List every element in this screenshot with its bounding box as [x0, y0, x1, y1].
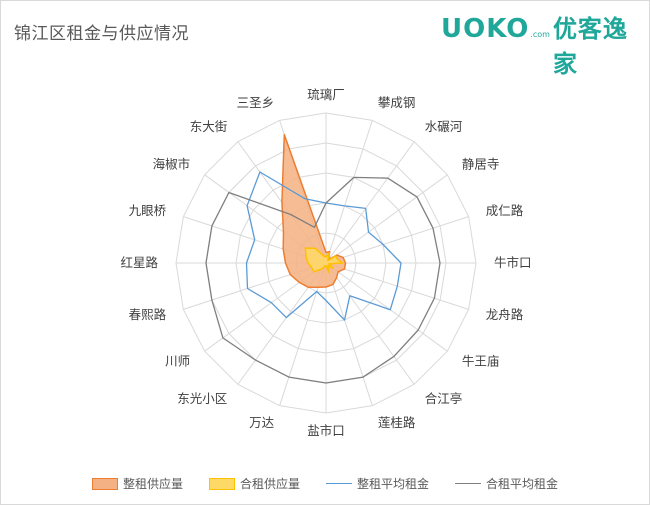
axis-label-1: 琉璃厂 [307, 87, 345, 102]
logo-domain-text: .com [530, 30, 550, 39]
axis-label-5: 成仁路 [486, 203, 524, 218]
legend-label-shared-supply: 合租供应量 [239, 477, 300, 491]
grid-spoke-3 [325, 141, 415, 264]
axis-label-17: 九眼桥 [129, 203, 167, 218]
axis-label-14: 川师 [165, 354, 190, 369]
grid-spoke-4 [325, 174, 448, 264]
axis-label-2: 攀成钢 [378, 95, 416, 110]
legend-item-shared-supply: 合租供应量 [208, 475, 300, 492]
grid-spoke-8 [325, 262, 448, 352]
axis-label-18: 海椒市 [153, 156, 191, 171]
axis-label-11: 盐市口 [307, 423, 345, 438]
axis-label-3: 水碾河 [425, 119, 463, 134]
axis-label-13: 东光小区 [177, 391, 227, 406]
chart-legend: 整租供应量 合租供应量 整租平均租金 合租平均租金 [1, 475, 649, 492]
chart-title: 锦江区租金与供应情况 [14, 24, 189, 44]
series-whole-supply [281, 133, 347, 289]
logo-chinese-text: 优客逸家 [552, 15, 628, 78]
axis-label-4: 静居寺 [462, 156, 500, 171]
legend-item-whole-rent: 整租平均租金 [326, 475, 429, 492]
axis-label-19: 东大街 [190, 119, 228, 134]
axis-label-10: 莲桂路 [378, 415, 416, 430]
uoko-logo: UOKO .com 优客逸家 [441, 9, 645, 78]
axis-label-9: 合江亭 [425, 391, 463, 406]
legend-label-shared-rent: 合租平均租金 [486, 477, 559, 491]
legend-swatch-whole-supply [91, 477, 118, 490]
series-shared-rent [205, 176, 441, 384]
legend-swatch-whole-rent [326, 483, 352, 484]
axis-label-16: 红星路 [120, 255, 158, 270]
series-whole-rent [245, 171, 402, 321]
grid-spoke-10 [325, 262, 373, 406]
legend-swatch-shared-rent [455, 483, 482, 484]
grid-spoke-5 [325, 216, 469, 264]
logo-latin-text: UOKO [441, 14, 530, 44]
legend-item-shared-rent: 合租平均租金 [455, 475, 558, 492]
axis-label-20: 三圣乡 [237, 95, 275, 110]
legend-label-whole-rent: 整租平均租金 [357, 477, 430, 491]
axis-label-7: 龙舟路 [486, 307, 524, 322]
axis-label-8: 牛王庙 [462, 354, 500, 369]
legend-item-whole-supply: 整租供应量 [91, 475, 183, 492]
legend-label-whole-supply: 整租供应量 [122, 477, 183, 491]
axis-label-15: 春熙路 [129, 307, 167, 322]
grid-spoke-2 [325, 120, 373, 264]
axis-label-12: 万达 [249, 415, 275, 430]
legend-swatch-shared-supply [208, 477, 235, 490]
grid-spoke-9 [325, 262, 415, 385]
axis-label-6: 牛市口 [494, 255, 532, 270]
series-shared-supply [304, 247, 344, 274]
